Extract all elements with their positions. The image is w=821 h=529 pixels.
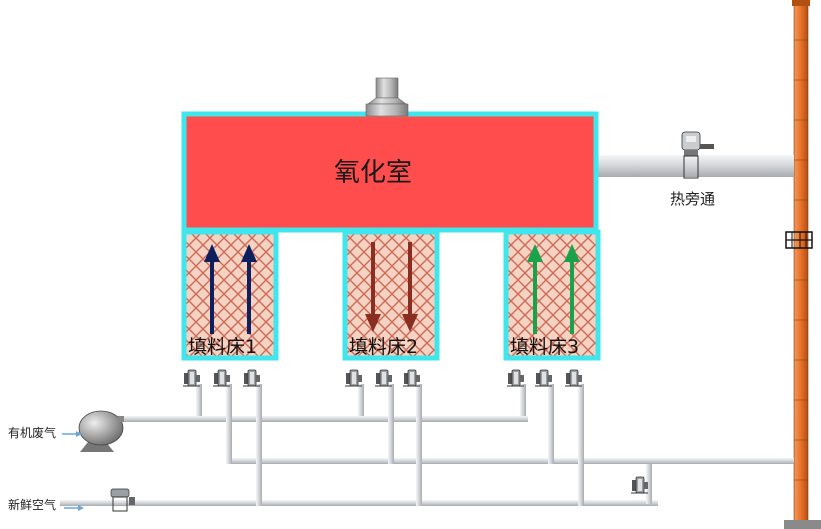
flow-arrow xyxy=(204,244,220,334)
waste-gas-inlet-arrow xyxy=(62,431,82,437)
flow-arrow xyxy=(527,244,543,334)
hot-bypass-label: 热旁通 xyxy=(670,190,716,208)
fresh-air-inlet-arrow xyxy=(64,505,84,511)
packed-bed-3-label: 填料床3 xyxy=(510,336,580,358)
packed-bed-1 xyxy=(181,229,279,361)
valve-icon[interactable] xyxy=(374,369,393,387)
flow-arrow xyxy=(402,242,418,332)
packed-bed-3 xyxy=(503,229,601,361)
fresh-air-valve[interactable] xyxy=(110,488,135,512)
valve-icon[interactable] xyxy=(242,369,261,387)
packed-bed-1-label: 填料床1 xyxy=(188,336,258,358)
flow-arrow xyxy=(241,244,257,334)
waste-gas-inlet-label: 有机废气 xyxy=(8,426,57,440)
packed-bed-2 xyxy=(342,229,440,361)
valve-bank-bed-2 xyxy=(344,369,421,387)
valve-icon[interactable] xyxy=(344,369,363,387)
burner-icon xyxy=(365,77,409,117)
valve-icon[interactable] xyxy=(402,369,421,387)
piping xyxy=(60,155,794,506)
valve-bank-bed-1 xyxy=(182,369,261,387)
valve-icon[interactable] xyxy=(182,369,201,387)
valve-icon[interactable] xyxy=(630,476,649,494)
chimney xyxy=(784,0,821,529)
fresh-air-inlet-label: 新鲜空气 xyxy=(8,498,57,512)
oxidation-chamber-label: 氧化室 xyxy=(334,158,413,188)
flow-arrow xyxy=(365,242,381,332)
valve-icon[interactable] xyxy=(506,369,525,387)
fan-icon[interactable] xyxy=(78,410,124,452)
valve-icon[interactable] xyxy=(564,369,583,387)
valve-icon[interactable] xyxy=(212,369,231,387)
valve-bank-bed-3 xyxy=(506,369,583,387)
hot-bypass-valve[interactable] xyxy=(681,131,714,179)
packed-bed-2-label: 填料床2 xyxy=(349,336,419,358)
flow-arrow xyxy=(564,244,580,334)
valve-icon[interactable] xyxy=(534,369,553,387)
